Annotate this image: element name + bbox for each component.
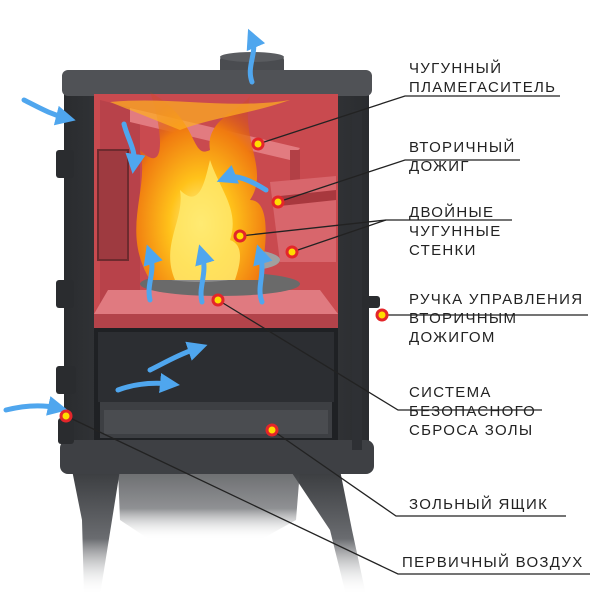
label-secondary-burn: ВТОРИЧНЫЙ ДОЖИГ — [409, 138, 516, 176]
label-line: ПЛАМЕГАСИТЕЛЬ — [409, 79, 557, 96]
flame-icon — [110, 92, 290, 280]
label-control-handle: РУЧКА УПРАВЛЕНИЯ ВТОРИЧНЫМ ДОЖИГОМ — [409, 290, 583, 347]
control-handle[interactable] — [362, 296, 380, 308]
label-line: РУЧКА УПРАВЛЕНИЯ — [409, 291, 584, 308]
label-ash-system: СИСТЕМА БЕЗОПАСНОГО СБРОСА ЗОЛЫ — [409, 383, 536, 440]
label-line: ПЕРВИЧНЫЙ ВОЗДУХ — [402, 554, 584, 571]
label-line: ВТОРИЧНЫМ — [409, 310, 518, 327]
label-line: ЗОЛЬНЫЙ ЯЩИК — [409, 496, 549, 513]
label-line: СИСТЕМА — [409, 384, 492, 401]
label-line: СБРОСА ЗОЛЫ — [409, 422, 534, 439]
air-arrow-icon — [3, 28, 273, 416]
label-line: БЕЗОПАСНОГО — [409, 403, 537, 420]
label-double-walls: ДВОЙНЫЕ ЧУГУННЫЕ СТЕНКИ — [409, 203, 502, 260]
label-flame-deflector: ЧУГУННЫЙ ПЛАМЕГАСИТЕЛЬ — [409, 59, 556, 97]
label-ash-box: ЗОЛЬНЫЙ ЯЩИК — [409, 495, 548, 514]
label-line: ДВОЙНЫЕ — [409, 204, 495, 221]
label-line: СТЕНКИ — [409, 242, 477, 259]
label-line: ВТОРИЧНЫЙ — [409, 139, 516, 156]
label-primary-air: ПЕРВИЧНЫЙ ВОЗДУХ — [402, 553, 584, 572]
label-line: ЧУГУННЫЙ — [409, 60, 503, 77]
leader-lines — [65, 95, 590, 575]
label-line: ЧУГУННЫЕ — [409, 223, 502, 240]
label-line: ДОЖИГ — [409, 158, 470, 175]
stove-legs — [72, 470, 366, 595]
ash-compartment — [94, 328, 338, 440]
marker-icon — [59, 137, 389, 437]
label-line: ДОЖИГОМ — [409, 329, 496, 346]
